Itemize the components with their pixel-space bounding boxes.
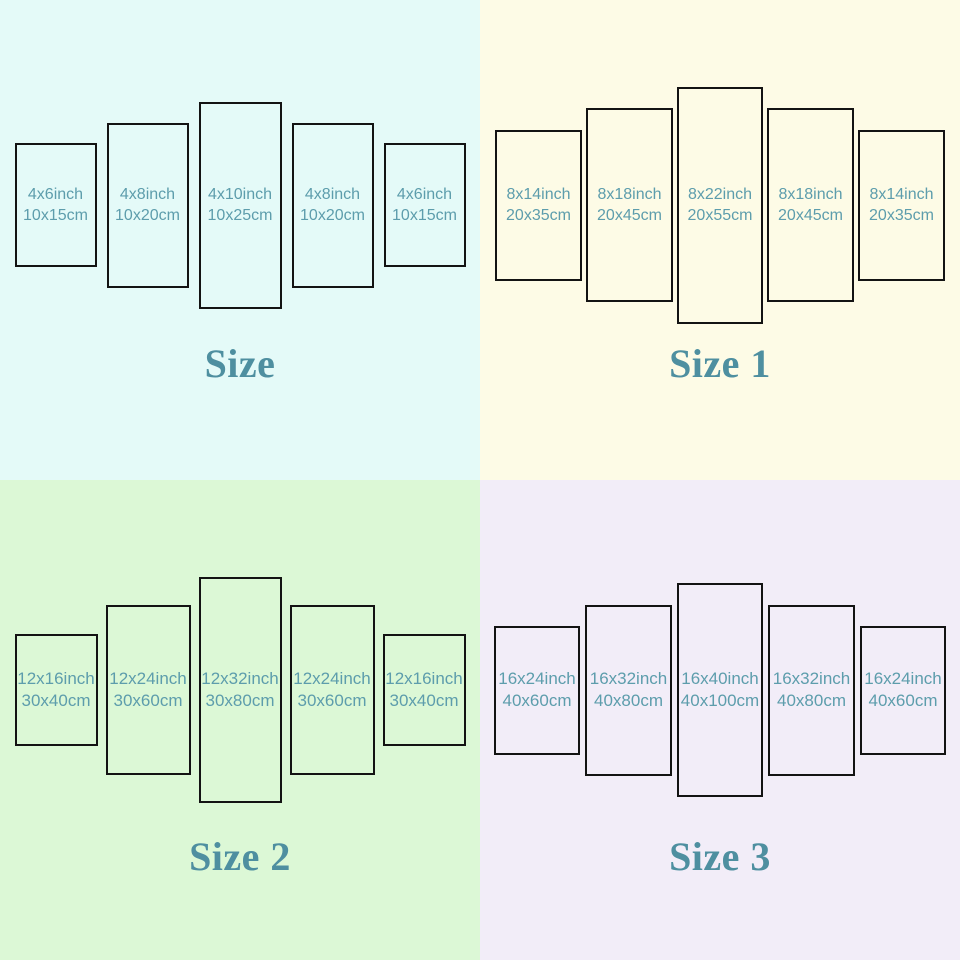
- panel-size-inch: 16x32inch: [772, 669, 851, 688]
- panel-size-cm: 30x40cm: [21, 691, 91, 710]
- panel-label: 8x22inch 20x55cm: [688, 184, 753, 226]
- panel-size-inch: 8x14inch: [869, 186, 934, 203]
- quadrant-title: Size: [204, 341, 276, 386]
- panel-row: 12x16inch 30x40cm 12x24inch 30x60cm 12x3…: [0, 480, 480, 900]
- panel-size-cm: 30x80cm: [205, 691, 275, 710]
- panel-size-cm: 40x100cm: [680, 691, 760, 710]
- panel: 12x16inch 30x40cm: [382, 634, 466, 746]
- panel-size-inch: 4x10inch: [207, 186, 273, 203]
- panel: 16x24inch 40x60cm: [860, 625, 946, 755]
- panel-size-inch: 16x24inch: [864, 669, 942, 688]
- panel-size-cm: 30x60cm: [297, 691, 367, 710]
- panel-size-cm: 20x55cm: [687, 207, 753, 224]
- panel: 12x32inch 30x80cm: [198, 577, 282, 803]
- panel-label: 16x40inch 40x100cm: [681, 668, 759, 712]
- panel-size-cm: 30x60cm: [113, 691, 183, 710]
- panel-label: 4x8inch 10x20cm: [300, 184, 365, 226]
- panel-label: 8x14inch 20x35cm: [506, 184, 571, 226]
- panel-row: 4x6inch 10x15cm 4x8inch 10x20cm 4x10inch…: [0, 0, 480, 410]
- quadrant-size: 4x6inch 10x15cm 4x8inch 10x20cm 4x10inch…: [0, 0, 480, 480]
- panel-size-cm: 20x45cm: [597, 207, 662, 224]
- panel-label: 12x24inch 30x60cm: [109, 668, 187, 712]
- panel-size-cm: 10x15cm: [392, 207, 457, 224]
- panel: 4x6inch 10x15cm: [14, 143, 97, 267]
- panel: 8x14inch 20x35cm: [495, 129, 582, 281]
- panel-size-cm: 40x60cm: [502, 691, 572, 710]
- panel-size-cm: 40x80cm: [594, 691, 663, 710]
- panel: 8x18inch 20x45cm: [586, 108, 673, 302]
- panel-size-inch: 8x18inch: [778, 186, 843, 203]
- quadrant-size-3: 16x24inch 40x60cm 16x32inch 40x80cm 16x4…: [480, 480, 960, 960]
- panel-label: 8x18inch 20x45cm: [778, 184, 843, 226]
- panel-row: 8x14inch 20x35cm 8x18inch 20x45cm 8x22in…: [480, 0, 960, 410]
- panel-label: 12x32inch 30x80cm: [201, 668, 279, 712]
- panel: 8x22inch 20x55cm: [677, 86, 763, 324]
- panel-size-inch: 4x8inch: [304, 186, 361, 203]
- panel: 4x8inch 10x20cm: [106, 122, 189, 288]
- panel-size-cm: 20x35cm: [506, 207, 571, 224]
- panel-size-inch: 12x32inch: [201, 669, 279, 688]
- panel-size-inch: 4x6inch: [27, 186, 84, 203]
- panel: 4x8inch 10x20cm: [291, 122, 374, 288]
- quadrant-title: Size 2: [189, 834, 291, 879]
- panel-label: 16x32inch 40x80cm: [590, 668, 668, 712]
- panel: 4x6inch 10x15cm: [383, 143, 466, 267]
- panel-size-cm: 40x60cm: [868, 691, 938, 710]
- quadrant-title: Size 3: [669, 834, 771, 879]
- panel-size-cm: 10x25cm: [207, 207, 273, 224]
- quadrant-title: Size 1: [669, 341, 771, 386]
- panel-label: 4x8inch 10x20cm: [115, 184, 180, 226]
- panel-label: 4x10inch 10x25cm: [208, 184, 273, 226]
- panel: 12x16inch 30x40cm: [14, 634, 98, 746]
- panel: 12x24inch 30x60cm: [289, 605, 375, 775]
- panel: 16x32inch 40x80cm: [768, 604, 855, 776]
- panel: 16x40inch 40x100cm: [677, 583, 763, 797]
- panel-size-cm: 20x45cm: [778, 207, 843, 224]
- panel-size-cm: 30x40cm: [389, 691, 459, 710]
- panel-label: 8x18inch 20x45cm: [597, 184, 662, 226]
- panel: 8x14inch 20x35cm: [858, 129, 945, 281]
- panel-label: 16x24inch 40x60cm: [864, 668, 942, 712]
- panel-size-cm: 10x15cm: [23, 207, 88, 224]
- panel-label: 4x6inch 10x15cm: [392, 184, 457, 226]
- panel-size-inch: 16x24inch: [498, 669, 576, 688]
- panel-label: 16x24inch 40x60cm: [498, 668, 576, 712]
- panel-size-inch: 4x6inch: [396, 186, 453, 203]
- panel-size-cm: 10x20cm: [115, 207, 180, 224]
- panel-size-inch: 12x24inch: [293, 669, 371, 688]
- panel-size-inch: 8x22inch: [687, 186, 753, 203]
- panel-size-inch: 4x8inch: [119, 186, 176, 203]
- panel-label: 12x24inch 30x60cm: [293, 668, 371, 712]
- panel-size-inch: 8x18inch: [597, 186, 662, 203]
- panel: 16x32inch 40x80cm: [585, 604, 672, 776]
- quadrant-size-1: 8x14inch 20x35cm 8x18inch 20x45cm 8x22in…: [480, 0, 960, 480]
- panel-size-inch: 12x16inch: [17, 669, 95, 688]
- panel-size-cm: 10x20cm: [300, 207, 365, 224]
- panel-label: 8x14inch 20x35cm: [869, 184, 934, 226]
- panel-size-inch: 8x14inch: [506, 186, 571, 203]
- panel-size-cm: 20x35cm: [869, 207, 934, 224]
- panel: 4x10inch 10x25cm: [198, 101, 282, 309]
- panel-label: 12x16inch 30x40cm: [17, 668, 95, 712]
- panel-size-inch: 16x40inch: [681, 669, 759, 688]
- panel: 16x24inch 40x60cm: [494, 625, 580, 755]
- quadrant-size-2: 12x16inch 30x40cm 12x24inch 30x60cm 12x3…: [0, 480, 480, 960]
- panel-label: 12x16inch 30x40cm: [385, 668, 463, 712]
- panel-size-inch: 16x32inch: [589, 669, 668, 688]
- panel-size-cm: 40x80cm: [777, 691, 846, 710]
- panel-label: 16x32inch 40x80cm: [773, 668, 851, 712]
- panel: 12x24inch 30x60cm: [105, 605, 191, 775]
- panel-size-inch: 12x16inch: [385, 669, 463, 688]
- panel-label: 4x6inch 10x15cm: [23, 184, 88, 226]
- panel-size-inch: 12x24inch: [109, 669, 187, 688]
- panel-row: 16x24inch 40x60cm 16x32inch 40x80cm 16x4…: [480, 480, 960, 900]
- panel: 8x18inch 20x45cm: [767, 108, 854, 302]
